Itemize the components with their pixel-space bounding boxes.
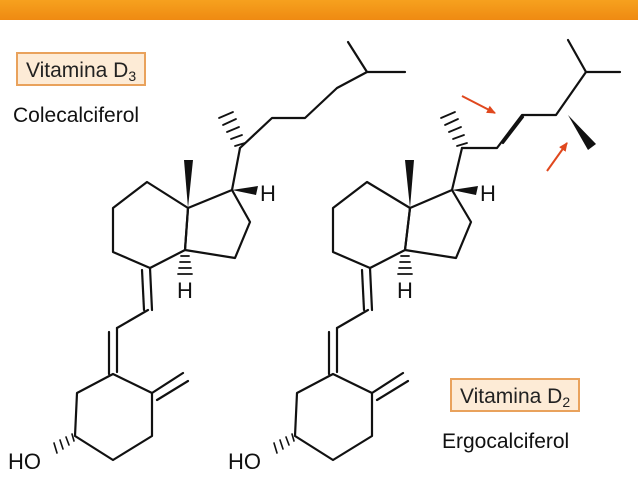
d2-c14-h-hash bbox=[397, 255, 413, 275]
d3-side-chain-branch bbox=[346, 40, 369, 74]
vitamin-d3-structure bbox=[53, 40, 407, 462]
d2-ring-a bbox=[293, 372, 374, 462]
header-bar bbox=[0, 0, 638, 20]
d3-ring-d bbox=[183, 188, 252, 260]
d3-ring-c bbox=[111, 180, 190, 270]
d2-c20-methyl-hash bbox=[440, 111, 468, 147]
methyl-arrow bbox=[546, 142, 568, 172]
d2-side-chain bbox=[460, 70, 622, 150]
double-bond-arrow bbox=[461, 95, 496, 114]
d3-side-chain bbox=[238, 70, 407, 150]
d2-c24-methyl-wedge bbox=[568, 115, 596, 150]
d2-side-chain-double bbox=[501, 115, 525, 145]
vitamin-d3-name: Vitamina D bbox=[26, 59, 129, 82]
d3-h-top-label: H bbox=[260, 181, 276, 206]
d3-c17-h-wedge bbox=[232, 186, 258, 195]
d2-ring-d bbox=[403, 188, 473, 260]
d3-ring-a bbox=[73, 372, 154, 462]
vitamin-d2-subscript: 2 bbox=[562, 394, 571, 410]
vitamin-d2-name: Vitamina D bbox=[460, 385, 563, 408]
d3-c20-methyl-hash bbox=[218, 111, 246, 147]
d3-ho-label: HO bbox=[8, 449, 41, 474]
vitamin-d3-subscript: 3 bbox=[128, 68, 137, 84]
colecalciferol-label: Colecalciferol bbox=[13, 104, 140, 127]
vitamin-d2-name-box: Vitamina D2 bbox=[450, 378, 581, 412]
d2-angular-methyl-wedge bbox=[405, 160, 414, 208]
d3-ho-hash bbox=[53, 433, 75, 454]
d3-c14-h-hash bbox=[177, 255, 193, 275]
d2-side-chain-branch bbox=[566, 38, 588, 74]
d3-h-mid-label: H bbox=[177, 278, 193, 303]
vitamin-d3-name-box: Vitamina D3 bbox=[16, 52, 147, 86]
d2-ho-hash bbox=[273, 433, 295, 454]
d3-c20-c17-bond bbox=[230, 146, 242, 192]
d2-ho-label: HO bbox=[228, 449, 261, 474]
vitamin-d2-structure bbox=[273, 38, 622, 462]
d2-c17-h-wedge bbox=[452, 186, 478, 195]
d3-angular-methyl-wedge bbox=[184, 160, 193, 208]
d2-h-top-label: H bbox=[480, 181, 496, 206]
d2-ring-c bbox=[331, 180, 412, 270]
d2-h-mid-label: H bbox=[397, 278, 413, 303]
ergocalciferol-label: Ergocalciferol bbox=[442, 430, 570, 453]
